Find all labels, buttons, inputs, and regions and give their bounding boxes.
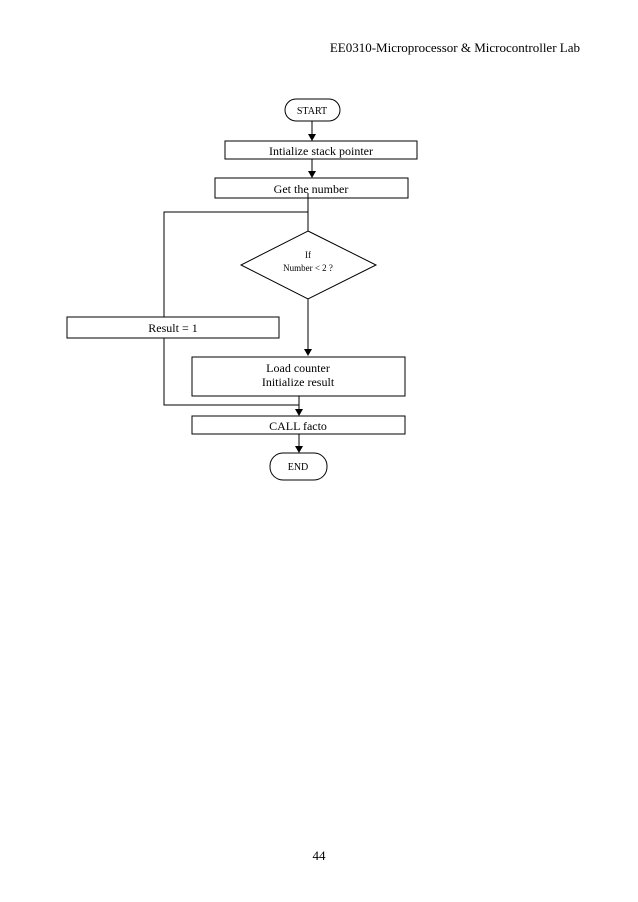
init-stack-label: Intialize stack pointer — [269, 144, 373, 158]
decision-label-line1: If — [305, 250, 311, 260]
loop-connector — [163, 211, 308, 406]
arrowhead-load — [304, 349, 312, 356]
get-number-box: Get the number — [214, 177, 409, 199]
page-number: 44 — [312, 848, 326, 863]
page-header: EE0310-Microprocessor & Microcontroller … — [329, 40, 580, 55]
init-stack-box: Intialize stack pointer — [224, 140, 418, 160]
get-number-label: Get the number — [274, 182, 349, 196]
end-terminator: END — [269, 452, 328, 481]
initialize-result-label: Initialize result — [262, 375, 335, 389]
arrowhead-init — [308, 134, 316, 141]
load-counter-label: Load counter — [266, 361, 330, 375]
decision-diamond: If Number < 2 ? — [239, 230, 378, 300]
arrowhead-end — [295, 446, 303, 453]
decision-label-line2: Number < 2 ? — [283, 263, 333, 273]
arrowhead-get — [308, 171, 316, 178]
result-one-label: Result = 1 — [148, 321, 197, 335]
call-facto-box: CALL facto — [191, 415, 406, 435]
load-counter-box: Load counter Initialize result — [191, 356, 406, 397]
end-label: END — [288, 462, 309, 473]
call-facto-label: CALL facto — [269, 419, 327, 433]
result-one-box: Result = 1 — [66, 316, 280, 339]
start-terminator: START — [284, 98, 341, 122]
start-label: START — [297, 106, 327, 117]
arrowhead-call — [295, 409, 303, 416]
